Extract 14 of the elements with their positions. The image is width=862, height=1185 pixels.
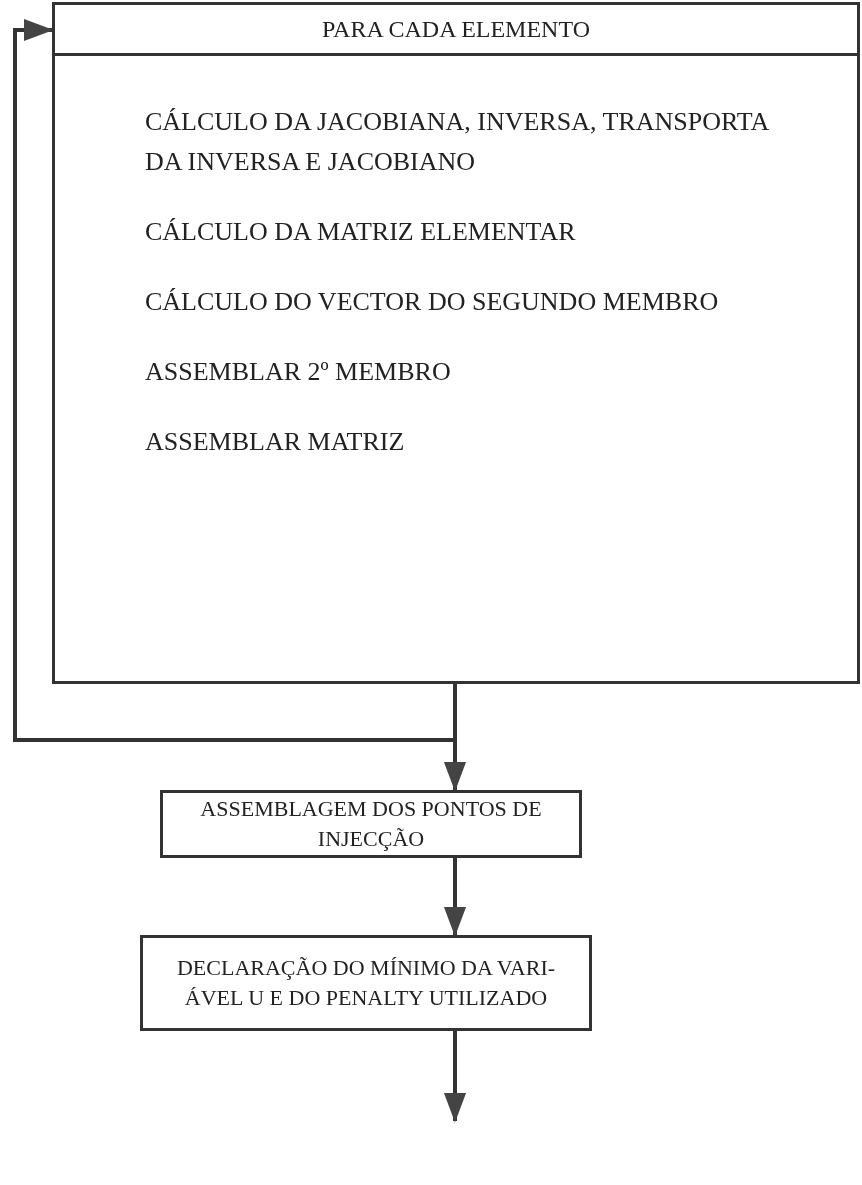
process-box: [160, 790, 582, 858]
step-text: ASSEMBLAGEM DOS PONTOS DE INJECÇÃO: [199, 795, 543, 853]
step-text: ASSEMBLAR MATRIZ: [145, 426, 406, 458]
arrow: [443, 858, 467, 937]
step-text: DECLARAÇÃO DO MÍNIMO DA VARI- ÁVEL U E DO PENALTY UTILIZADO: [175, 954, 557, 1012]
arrow: [443, 684, 467, 792]
step-text: CÁLCULO DA MATRIZ ELEMENTAR: [145, 216, 577, 248]
step-text: CÁLCULO DO VECTOR DO SEGUNDO MEMBRO: [145, 286, 720, 318]
process-box: [140, 935, 592, 1031]
step-text: CÁLCULO DA JACOBIANA, INVERSA, TRANSPORTA DA INVERSA E JACOBIANO: [145, 106, 770, 178]
step-text: ASSEMBLAR 2º MEMBRO: [145, 356, 452, 388]
arrow: [443, 1031, 467, 1123]
loop-box: [52, 2, 860, 684]
loop-title: PARA CADA ELEMENTO: [321, 15, 590, 43]
